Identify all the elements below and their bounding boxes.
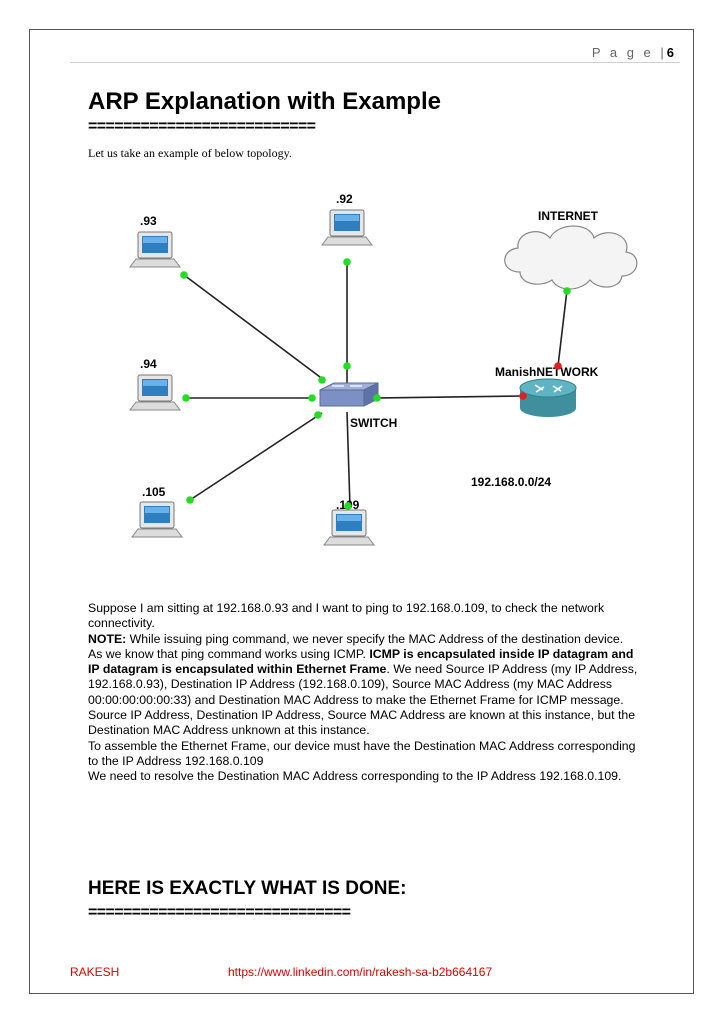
page-number: P a g e |6: [592, 45, 674, 60]
page-title: ARP Explanation with Example: [88, 88, 441, 115]
header-rule: [70, 62, 680, 63]
paragraph-3-emphasis: ICMP is encapsulated inside IP datagram …: [88, 646, 634, 677]
body-text: Suppose I am sitting at 192.168.0.93 and…: [88, 601, 648, 785]
router-dots: [519, 362, 562, 400]
paragraph-4: To assemble the Ethernet Frame, our devi…: [88, 738, 636, 768]
laptop-icon-92: [321, 209, 373, 246]
footer-linkedin-link[interactable]: https://www.linkedin.com/in/rakesh-sa-b2…: [228, 965, 493, 979]
page-label: P a g e |: [591, 45, 667, 60]
internet-label: INTERNET: [538, 209, 599, 223]
title-underline: ==========================: [88, 118, 316, 135]
laptop-icon-109: [323, 509, 375, 546]
section-heading: HERE IS EXACTLY WHAT IS DONE:: [88, 878, 407, 899]
host-label-93: .93: [140, 214, 157, 228]
section-underline: ==============================: [88, 904, 351, 921]
note-label: NOTE:: [88, 631, 127, 646]
page-number-value: 6: [666, 45, 674, 60]
network-topology-diagram: INTERNET ManishNETWORK SWITCH .93 .92 .9…: [129, 192, 638, 546]
host-label-94: .94: [140, 357, 157, 371]
host-label-105: .105: [142, 485, 166, 499]
page-border: [29, 29, 694, 994]
router-icon: [519, 378, 577, 417]
paragraph-3: As we know that ping command works using…: [88, 646, 638, 738]
paragraph-1: Suppose I am sitting at 192.168.0.93 and…: [88, 601, 605, 631]
network-label: 192.168.0.0/24: [471, 475, 551, 489]
switch-icon: [319, 382, 379, 407]
paragraph-5: We need to resolve the Destination MAC A…: [88, 769, 622, 784]
host-label-92: .92: [336, 192, 353, 206]
laptop-icon-93: [129, 231, 181, 268]
laptop-icon-105: [131, 501, 183, 538]
footer-author: RAKESH: [70, 965, 120, 979]
router-label: ManishNETWORK: [495, 365, 599, 379]
internet-cloud: [504, 225, 638, 290]
intro-text: Let us take an example of below topology…: [88, 146, 292, 160]
link-dots: [180, 258, 571, 510]
paragraph-2: NOTE: While issuing ping command, we nev…: [88, 631, 624, 646]
laptop-icon-94: [129, 374, 181, 411]
switch-label: SWITCH: [350, 416, 397, 430]
